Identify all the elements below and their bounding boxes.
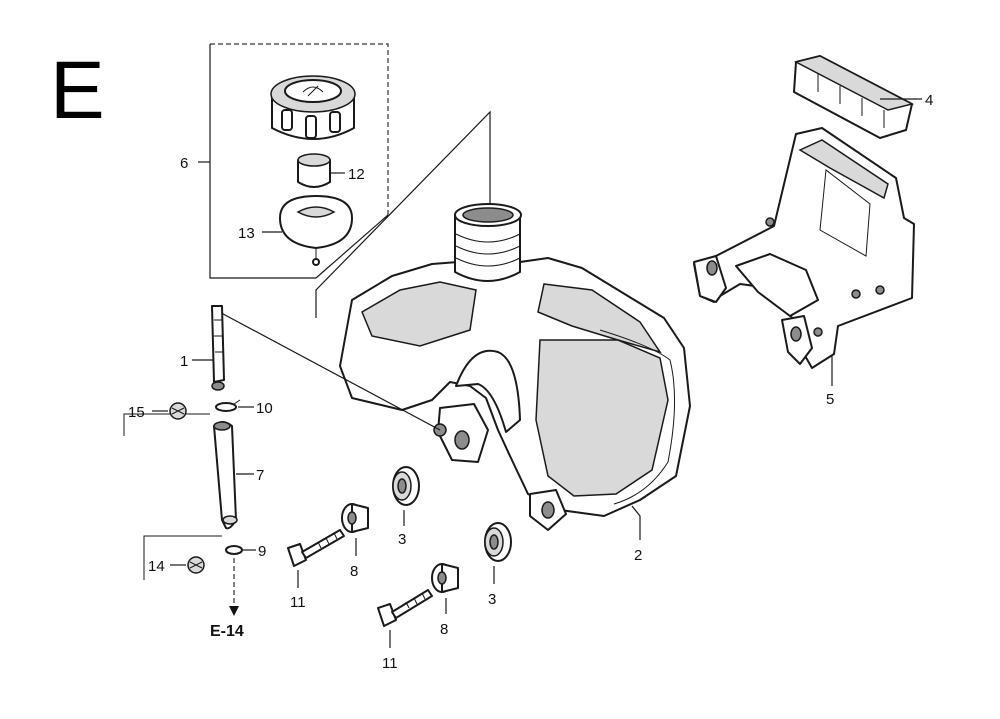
cross-reference-label[interactable]: E-14 — [210, 623, 244, 640]
callout-3-lower: 3 — [488, 591, 496, 608]
callout-8-upper: 8 — [350, 563, 358, 580]
tank-bracket — [693, 127, 915, 369]
callout-8-lower: 8 — [440, 621, 448, 638]
bolt-upper — [287, 529, 345, 567]
group-box-left — [209, 44, 316, 279]
callout-5: 5 — [826, 391, 834, 408]
callout-15: 15 — [128, 404, 145, 421]
fuel-tank — [339, 203, 691, 531]
fuel-strainer — [211, 305, 225, 391]
collar-lower — [431, 563, 459, 593]
cap-gasket — [279, 195, 353, 266]
fuel-cap — [270, 75, 356, 140]
group-box-diagonal — [315, 214, 389, 279]
rubber-mount-upper — [392, 466, 420, 506]
hose-clamp-15 — [169, 402, 187, 420]
bolt-lower — [377, 589, 433, 627]
hose-to-tank-leader — [211, 307, 441, 431]
rubber-mount-lower — [484, 522, 512, 562]
cap-filter — [297, 153, 331, 188]
cap-to-tank-leader — [315, 110, 491, 318]
hose-clamp-14 — [187, 556, 205, 574]
callout-6: 6 — [180, 155, 188, 172]
callout-7: 7 — [256, 467, 264, 484]
callout-14: 14 — [148, 558, 165, 575]
callout-13: 13 — [238, 225, 255, 242]
callout-3-upper: 3 — [398, 531, 406, 548]
callout-4: 4 — [925, 92, 933, 109]
section-letter: E — [50, 45, 105, 136]
group-box-top — [210, 43, 389, 215]
callout-12: 12 — [348, 166, 365, 183]
tank-rubber-pad — [793, 55, 915, 139]
collar-upper — [341, 503, 369, 533]
callout-10: 10 — [256, 400, 273, 417]
callout-11-lower: 11 — [382, 655, 398, 672]
hose-clip-lower — [225, 545, 243, 555]
callout-2: 2 — [634, 547, 642, 564]
arrow-down-icon — [229, 606, 239, 616]
fuel-cap-group: 6 12 13 — [180, 43, 389, 279]
callout-11-upper: 11 — [290, 594, 306, 611]
callout-9: 9 — [258, 543, 266, 560]
hose-clip-upper — [215, 399, 241, 412]
fuel-hose — [213, 421, 238, 530]
callout-1: 1 — [180, 353, 188, 370]
